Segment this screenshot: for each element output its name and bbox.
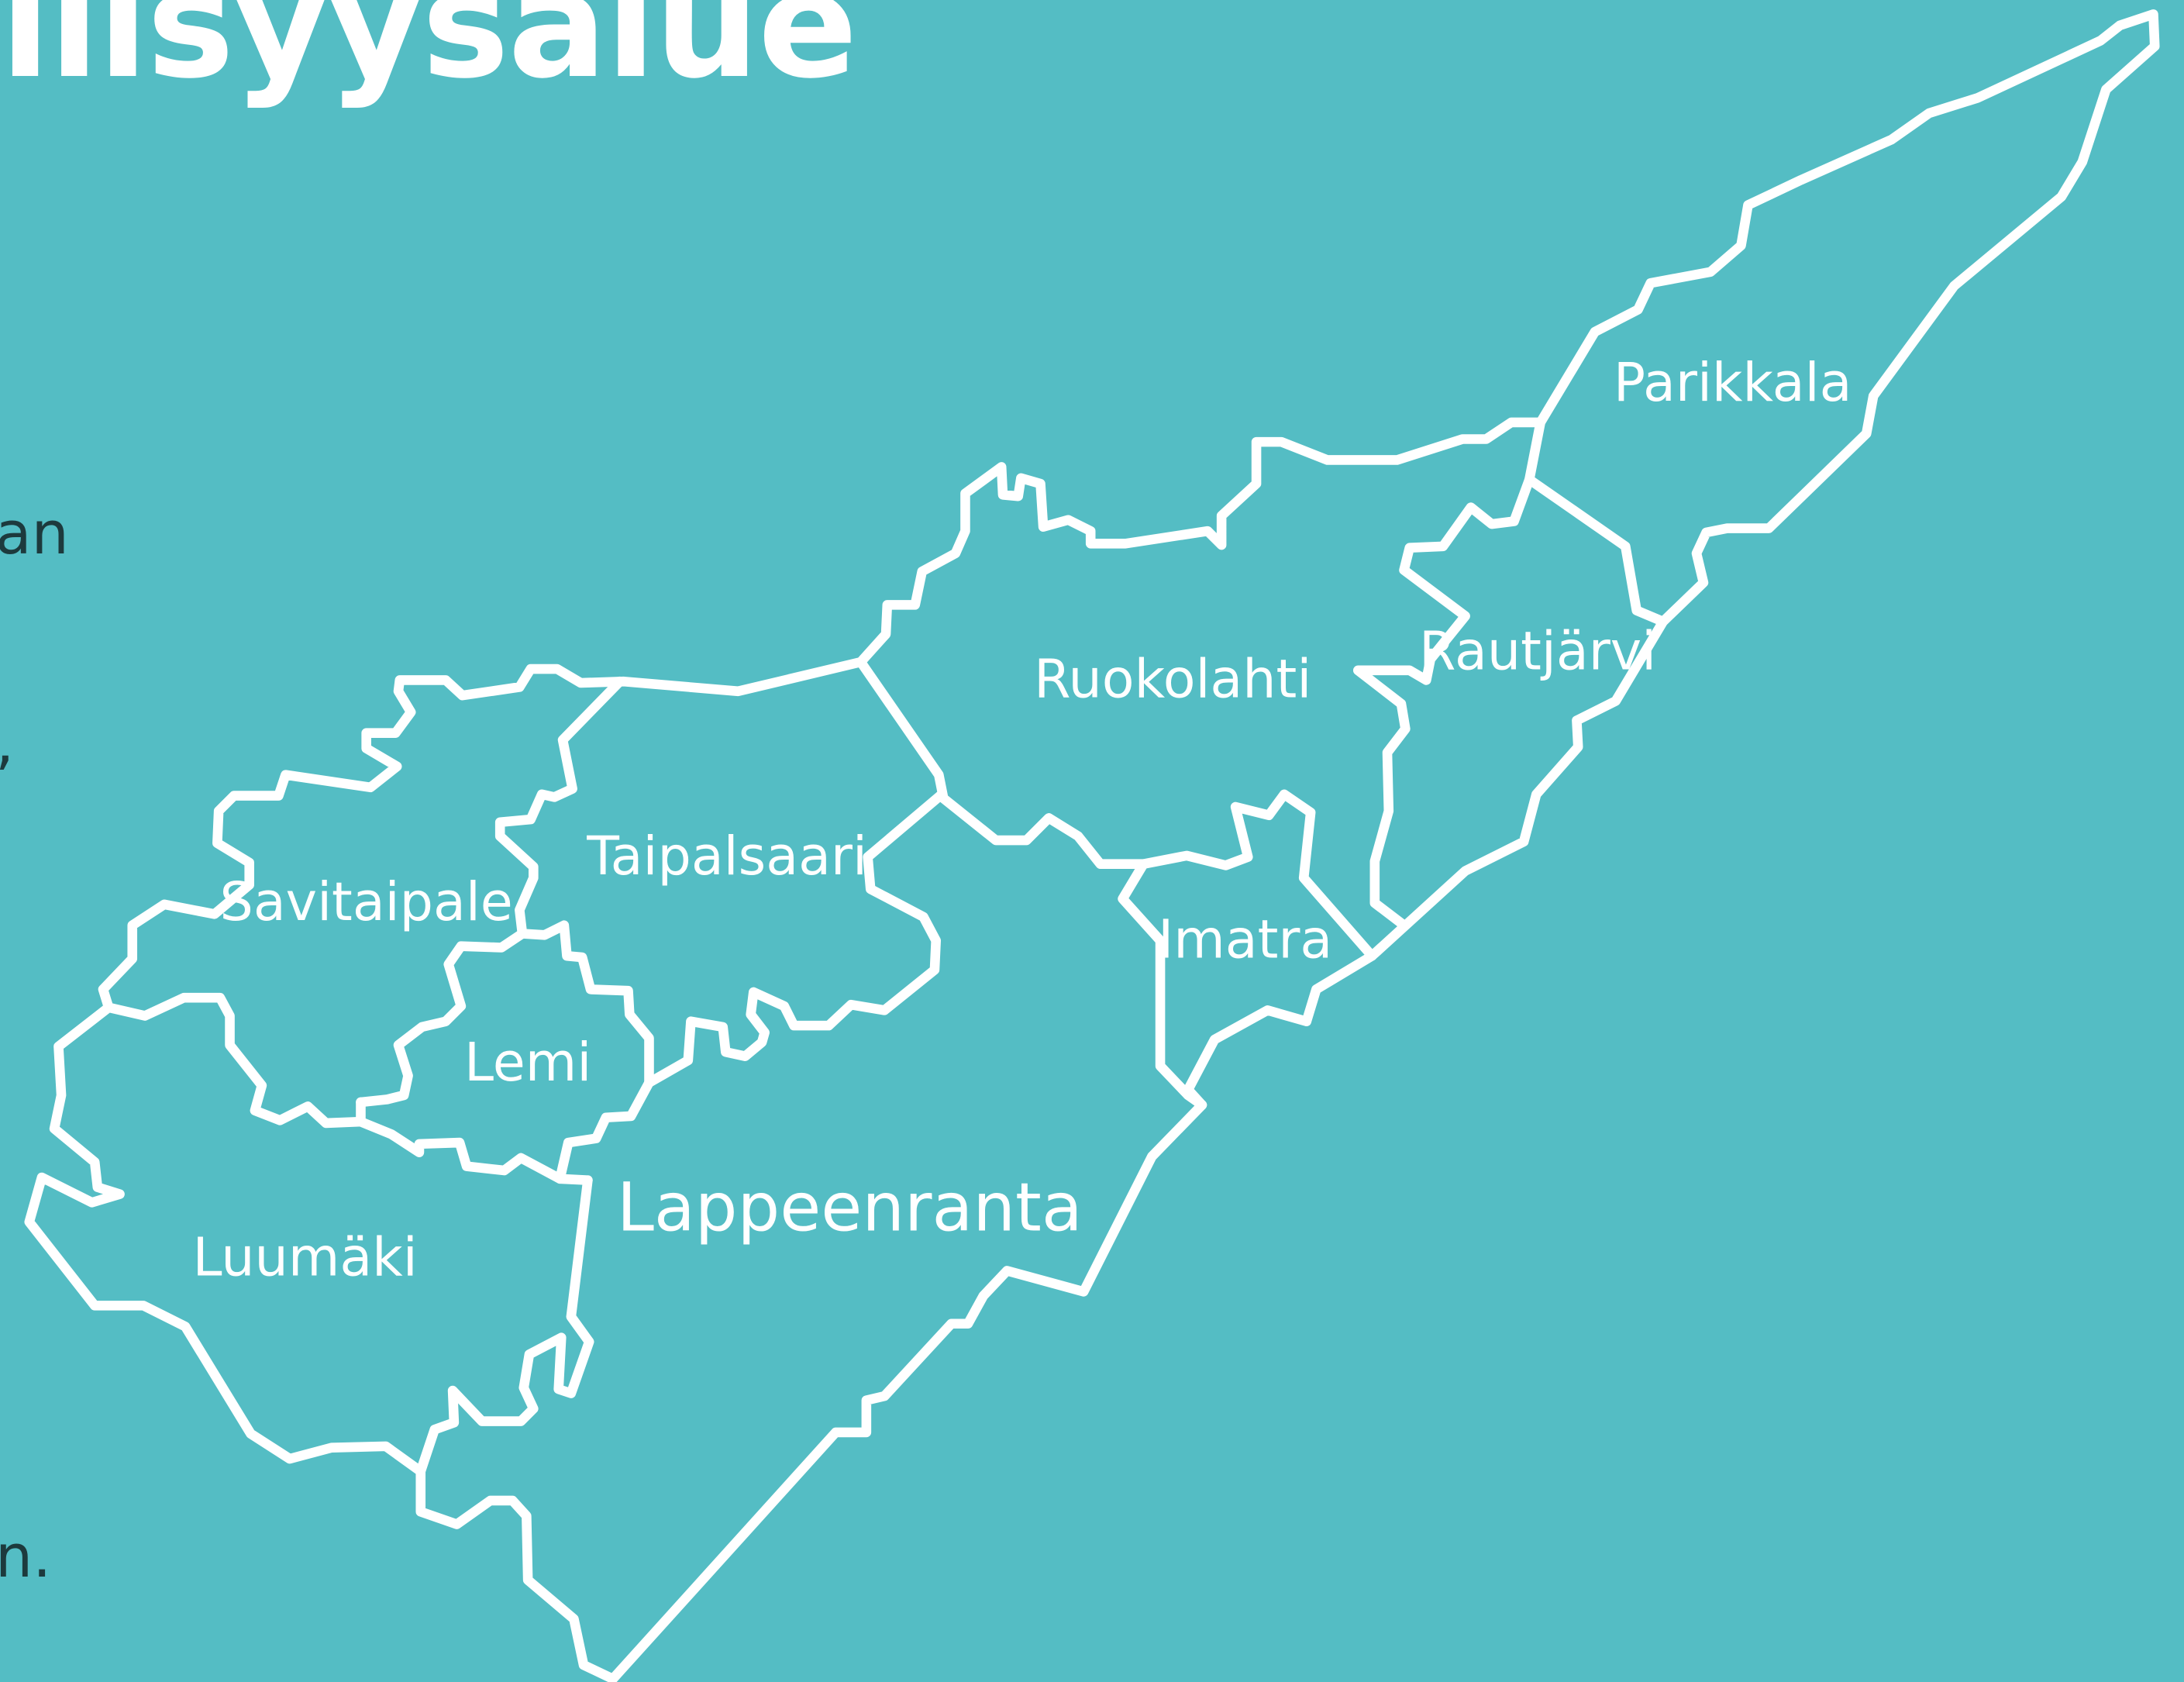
border-savitaipale-taipalsaari — [494, 676, 654, 1088]
region-label-ruokolahti: Ruokolahti — [1034, 650, 1311, 711]
body-text-fragment: n. — [0, 1522, 52, 1591]
region-label-rautjarvi: Rautjärvi — [1419, 622, 1656, 683]
outer-boundary — [24, 9, 2160, 1682]
border-ruokolahti-rautjarvi — [1352, 474, 1535, 931]
body-text-fragment: , — [0, 713, 14, 772]
border-parikkala-rautjarvi — [1524, 417, 1669, 627]
region-label-imatra: Imatra — [1158, 910, 1332, 971]
region-label-lappeenranta: Lappeenranta — [617, 1169, 1083, 1246]
page-heading: llisyysalue — [0, 0, 858, 111]
border-savitaipale-luumaki — [103, 992, 366, 1129]
border-savitaipale-lemi — [356, 929, 528, 1108]
region-label-taipalsaari: Taipalsaari — [586, 826, 867, 888]
border-imatra-ruokolahti — [935, 789, 1377, 961]
border-lemi-luumaki — [356, 1097, 593, 1185]
border-luumaki-lappeenranta — [415, 1175, 594, 1477]
municipality-labels: Parikkala Rautjärvi Ruokolahti Taipalsaa… — [192, 353, 1852, 1289]
region-label-lemi: Lemi — [464, 1032, 591, 1094]
border-imatra-lappeenranta — [1118, 859, 1207, 1110]
region-label-parikkala: Parikkala — [1614, 353, 1852, 414]
border-lemi-lappeenranta — [555, 1077, 654, 1184]
region-label-luumaki: Luumäki — [192, 1227, 417, 1288]
border-ruokolahti-taipalsaari — [856, 657, 948, 801]
region-label-savitaipale: Savitaipale — [219, 872, 512, 933]
municipality-borders — [24, 9, 2160, 1682]
border-taipalsaari-lappeenranta — [644, 791, 946, 1088]
body-text-fragment: an — [0, 498, 69, 567]
